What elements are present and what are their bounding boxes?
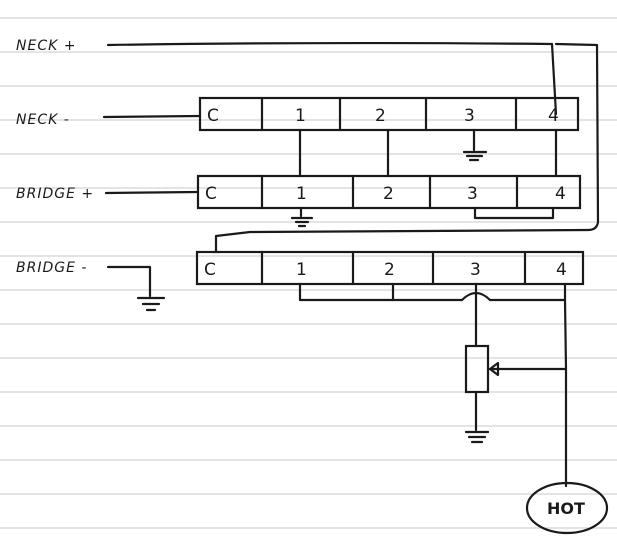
contact-3: 3 [464, 106, 475, 126]
bus-wire [298, 282, 464, 302]
switch-row-neck-frame [198, 96, 580, 132]
ground-icon [290, 206, 314, 228]
label-bridge-minus: BRIDGE - [16, 260, 87, 276]
potentiometer-icon [464, 344, 568, 432]
switch-row-bridge-plus: C 1 2 3 4 [196, 174, 582, 210]
contact-1: 1 [296, 184, 307, 204]
neck-plus-wire [106, 41, 558, 116]
hot-wire [563, 298, 568, 488]
loop-wire [214, 42, 600, 254]
switch-row-neck: C 1 2 3 4 [198, 96, 580, 132]
label-bridge-plus: BRIDGE + [16, 186, 94, 202]
ground-icon [464, 430, 490, 444]
hot-label: HOT [547, 499, 585, 518]
switch-row-bridge-minus-frame [195, 250, 585, 286]
contact-3: 3 [467, 184, 478, 204]
contact-1: 1 [296, 260, 307, 280]
ground-icon [136, 296, 166, 312]
contact-2: 2 [384, 260, 395, 280]
contact-4: 4 [555, 184, 566, 204]
contact-2: 2 [375, 106, 386, 126]
contact-c: C [205, 184, 217, 204]
bridge-plus-wire [104, 190, 200, 195]
contact-4: 4 [548, 106, 559, 126]
contact-1: 1 [295, 106, 306, 126]
label-neck-plus: NECK + [16, 38, 76, 54]
contact-c: C [204, 260, 216, 280]
switch-row-bridge-minus: C 1 2 3 4 [195, 250, 585, 286]
contact-3: 3 [470, 260, 481, 280]
ground-icon [462, 128, 488, 162]
contact-c: C [207, 106, 219, 126]
contact-4: 4 [556, 260, 567, 280]
bridge-minus-wire [106, 265, 152, 298]
neck-minus-wire [102, 114, 202, 119]
jumper-3-4 [473, 206, 555, 220]
bus-wire [488, 282, 567, 302]
contact-2: 2 [383, 184, 394, 204]
hot-output-ellipse [525, 481, 609, 535]
label-neck-minus: NECK - [16, 112, 70, 128]
